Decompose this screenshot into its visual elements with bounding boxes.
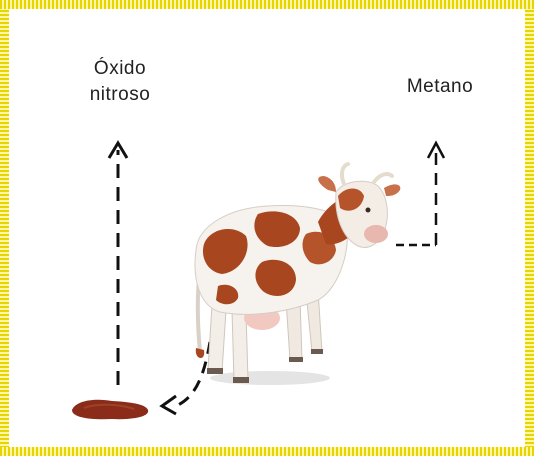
methane-label: Metano <box>406 76 474 97</box>
manure-puddle <box>72 399 149 420</box>
nitrous-oxide-label-line2: nitroso <box>89 84 151 105</box>
excretion-arrow <box>159 341 212 416</box>
nitrous-oxide-arrow <box>107 140 129 385</box>
methane-arrow <box>396 140 446 247</box>
nitrous-oxide-label-line1: Óxido <box>93 58 147 79</box>
nitrous-oxide-label: Óxido nitroso <box>70 56 170 108</box>
cow-illustration <box>194 162 401 385</box>
